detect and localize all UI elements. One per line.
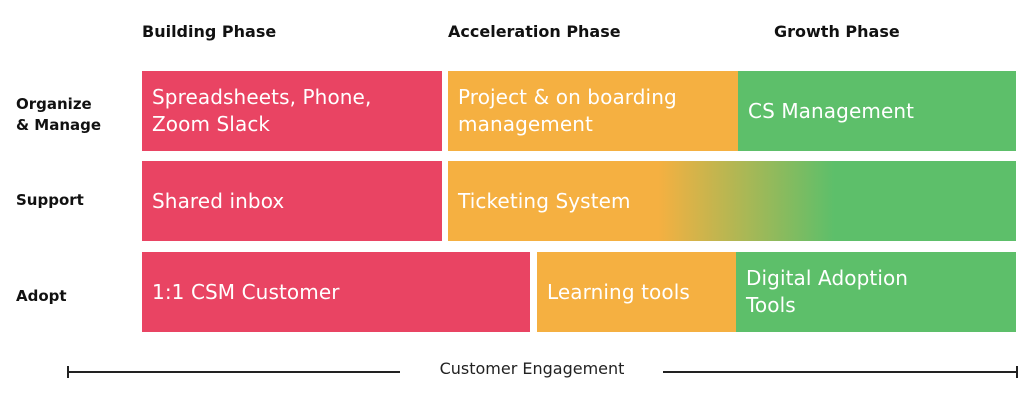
cell-cs-management-label: CS Management bbox=[748, 98, 915, 123]
cell-shared-inbox-label: Shared inbox bbox=[152, 188, 285, 213]
row-label-organize-manage: Organize& Manage bbox=[16, 95, 102, 134]
axis-tick-end bbox=[1016, 366, 1018, 378]
cell-learning-tools-label: Learning tools bbox=[547, 279, 690, 304]
cell-ticketing-system: Ticketing System bbox=[448, 161, 1016, 241]
cell-cs-management: CS Management bbox=[738, 71, 1016, 151]
phase-header-growth: Growth Phase bbox=[774, 22, 900, 41]
cell-spreadsheets: Spreadsheets, Phone,Zoom Slack bbox=[142, 71, 442, 151]
cell-spreadsheets-label: Spreadsheets, Phone,Zoom Slack bbox=[152, 85, 372, 136]
axis-line-right bbox=[663, 371, 1018, 373]
phase-header-building: Building Phase bbox=[142, 22, 277, 41]
cell-csm-customer: 1:1 CSM Customer bbox=[142, 252, 530, 332]
cell-ticketing-system-label: Ticketing System bbox=[458, 188, 631, 213]
axis-label-customer-engagement: Customer Engagement bbox=[439, 359, 625, 378]
phase-header-acceleration: Acceleration Phase bbox=[448, 22, 621, 41]
cell-learning-tools: Learning tools bbox=[537, 252, 736, 332]
row-label-support: Support bbox=[16, 191, 84, 209]
cell-csm-customer-label: 1:1 CSM Customer bbox=[152, 279, 340, 304]
cell-shared-inbox: Shared inbox bbox=[142, 161, 442, 241]
row-label-adopt: Adopt bbox=[16, 287, 67, 305]
axis-line-left bbox=[68, 371, 400, 373]
